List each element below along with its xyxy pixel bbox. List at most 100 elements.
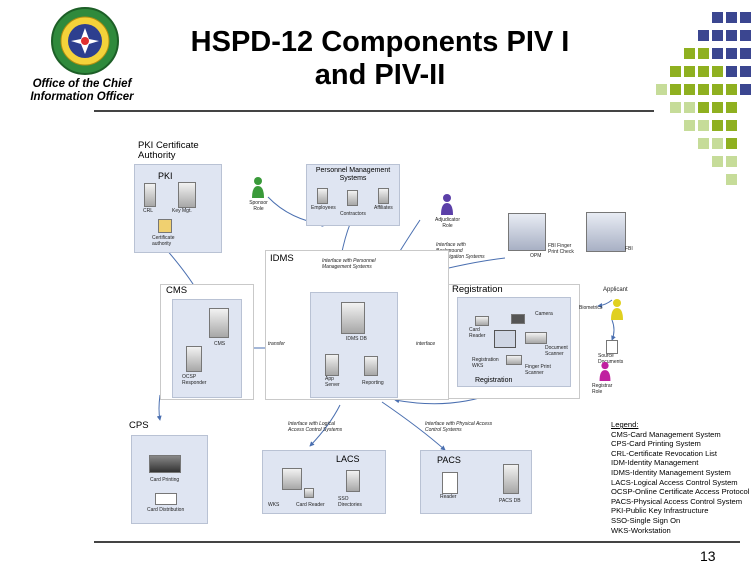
legend-item: SSO-Single Sign On (611, 515, 681, 525)
sponsor-label: Sponsor Role (249, 200, 268, 212)
legend-item: IDM-Identity Management (611, 458, 699, 468)
pacs-db-label: PACS DB (499, 498, 521, 504)
legend-item: PACS-Physical Access Control System (611, 496, 743, 506)
opm-server-icon (508, 213, 546, 251)
card-printer-icon (149, 455, 181, 473)
office-name: Office of the Chief Information Officer (30, 78, 134, 103)
keymgt-server-icon (178, 182, 196, 208)
lacs-card-reader-icon (304, 488, 314, 498)
pki-panel (134, 164, 222, 253)
crl-label: CRL (143, 208, 154, 214)
logical-interface-label: Interface with Logical Access Control Sy… (288, 421, 343, 433)
grid-square (726, 120, 737, 131)
background-interface-label: Interface with Background Investigation … (436, 242, 485, 260)
legend-item: OCSP-Online Certificate Access Protocol (611, 487, 750, 497)
grid-square (698, 66, 709, 77)
connector-applicant-biometrics (597, 299, 613, 308)
grid-square (698, 138, 709, 149)
opm-label: OPM (530, 253, 542, 259)
legend-item: WKS-Workstation (611, 525, 671, 535)
header-divider (94, 110, 654, 112)
grid-square (726, 48, 737, 59)
department-seal-logo (51, 7, 119, 75)
certificate-authority-label: Certificate authority (152, 235, 175, 247)
cps-panel (131, 435, 208, 524)
legend-item: LACS-Logical Access Control System (611, 477, 738, 487)
affiliates-label: Affiliates (374, 205, 393, 211)
grid-square (712, 84, 723, 95)
grid-square (670, 102, 681, 113)
grid-square (684, 120, 695, 131)
pacs-title: PACS (437, 455, 461, 465)
grid-square (712, 12, 723, 23)
affiliates-server-icon (378, 188, 389, 204)
adjudicator-label: Adjudicator Role (434, 217, 460, 229)
app-server-icon (325, 354, 339, 376)
ocsp-server-icon (186, 346, 202, 372)
applicant-label: Applicant (603, 287, 628, 293)
lacs-wks-icon (282, 468, 302, 490)
registrar-person-icon (599, 361, 611, 381)
grid-square (698, 102, 709, 113)
grid-square (698, 120, 709, 131)
grid-square (670, 84, 681, 95)
grid-square (726, 30, 737, 41)
contractors-label: Contractors (340, 211, 366, 217)
grid-square (684, 102, 695, 113)
grid-square (684, 66, 695, 77)
source-documents-icon (606, 340, 618, 354)
idms-db-label: IDMS DB (346, 336, 367, 342)
lacs-wks-label: WKS (268, 502, 280, 508)
pki-box-label: PKI (158, 171, 173, 181)
grid-square (698, 48, 709, 59)
connector-idms-pacs (381, 401, 446, 451)
sponsor-person-icon (252, 177, 264, 198)
legend-item: IDMS-Identity Management System (611, 467, 731, 477)
card-distribution-label: Card Distribution (147, 507, 185, 513)
certificate-icon (158, 219, 172, 233)
employees-label: Employees (311, 205, 336, 211)
lacs-title: LACS (336, 454, 360, 464)
grid-square (740, 48, 751, 59)
idms-server-icon (341, 302, 365, 334)
pacs-reader-icon (442, 472, 458, 494)
grid-square (684, 48, 695, 59)
cms-inner-panel (172, 299, 242, 398)
physical-interface-label: Interface with Physical Access Control S… (425, 421, 493, 433)
fbi-server-icon (586, 212, 626, 252)
legend: Legend: CMS-Card Management System CPS-C… (611, 420, 756, 535)
idms-title: IDMS (270, 253, 294, 264)
legend-title: Legend: (611, 420, 639, 429)
fingerprint-scanner-icon (506, 355, 522, 365)
grid-square (726, 102, 737, 113)
biometrics-label: Biometrics (579, 305, 603, 311)
pacs-db-icon (503, 464, 519, 494)
registrar-label: Registrar Role (592, 383, 613, 395)
grid-square (740, 30, 751, 41)
pki-title: PKI Certificate Authority (138, 140, 199, 161)
pacs-reader-label: Reader (440, 494, 457, 500)
grid-square (712, 48, 723, 59)
legend-item: CPS-Card Printing System (611, 439, 701, 449)
registration-monitor-icon (494, 330, 516, 348)
page-number: 13 (700, 548, 716, 564)
grid-square (712, 138, 723, 149)
grid-square (684, 84, 695, 95)
footer-divider (94, 541, 740, 543)
cps-title: CPS (129, 420, 149, 431)
source-documents-label: Source Documents (598, 353, 624, 365)
connector-applicant-documents (611, 319, 616, 341)
personnel-title: Personnel Management Systems (315, 167, 391, 182)
sso-label: SSO Directories (338, 496, 362, 508)
keymgt-label: Key Mgt. (172, 208, 192, 214)
grid-square (726, 66, 737, 77)
camera-label: Camera (535, 311, 553, 317)
sso-server-icon (346, 470, 360, 492)
connector-idms-lacs (309, 404, 341, 447)
grid-square (726, 84, 737, 95)
employees-server-icon (317, 188, 328, 204)
fbi-label: FBI (625, 246, 633, 252)
grid-square (670, 66, 681, 77)
grid-square (726, 138, 737, 149)
adjudicator-person-icon (441, 194, 453, 215)
